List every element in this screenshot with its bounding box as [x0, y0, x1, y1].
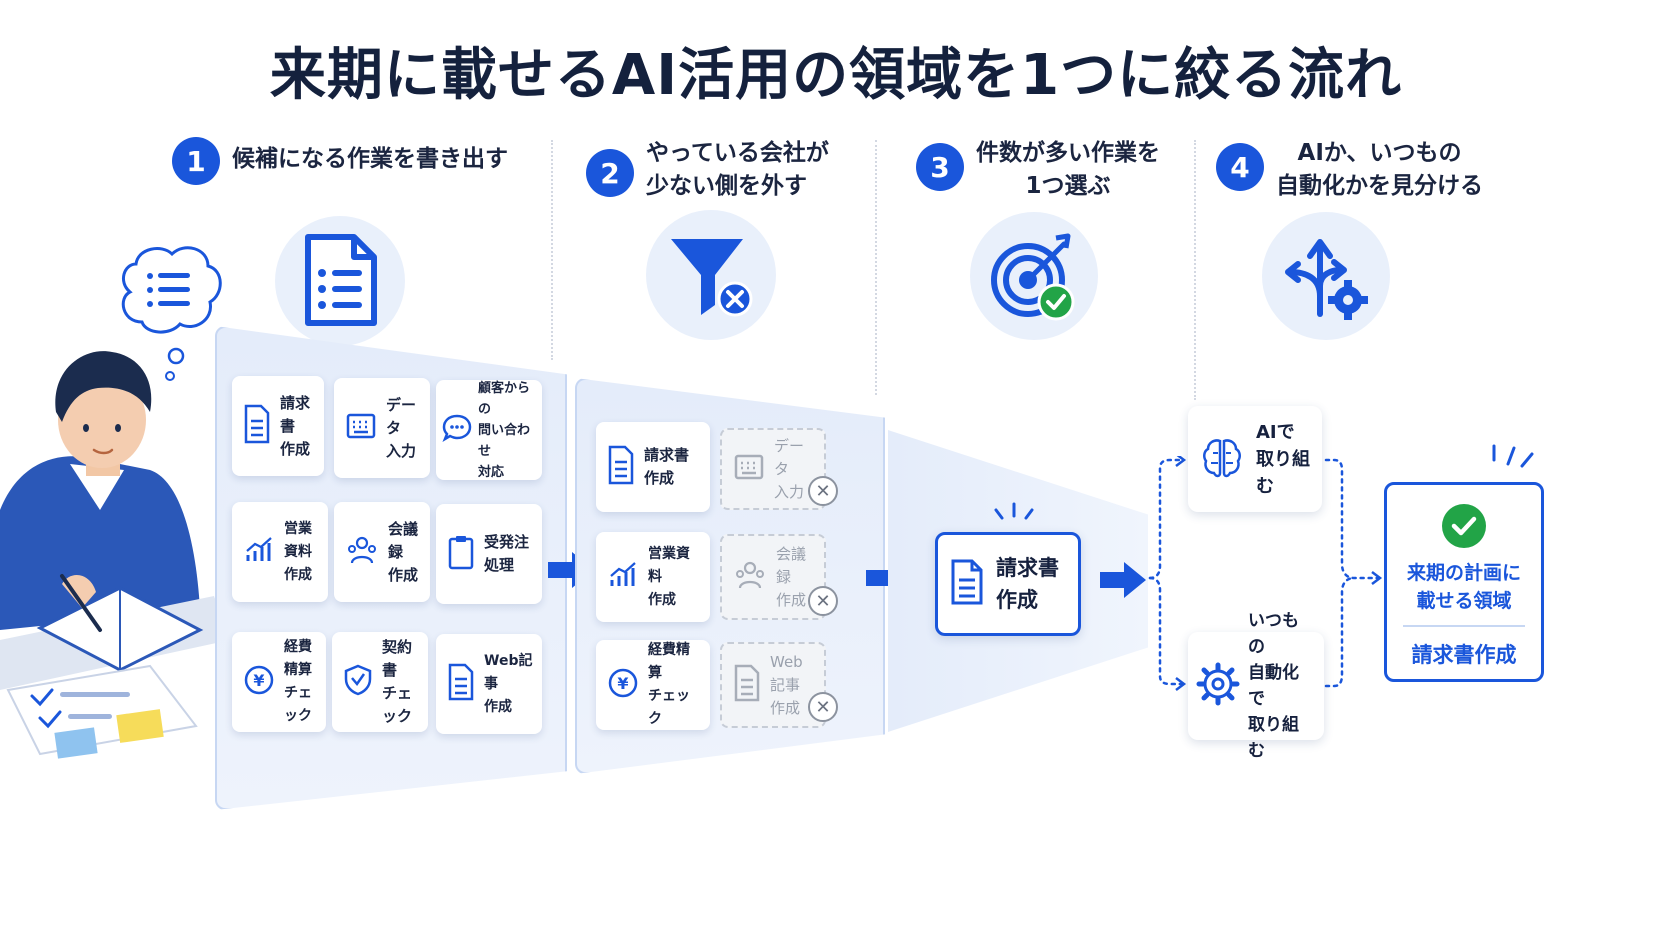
filter-card: 請求書 作成	[596, 422, 710, 512]
people-icon	[734, 560, 766, 594]
candidate-card: データ 入力	[334, 378, 430, 478]
final-result-card: 来期の計画に 載せる領域 請求書作成	[1384, 482, 1544, 682]
candidate-label: 営業資料 作成	[284, 520, 312, 583]
highlight-rays-icon	[992, 502, 1036, 528]
check-circle-icon	[1441, 503, 1487, 549]
svg-text:¥: ¥	[253, 671, 264, 690]
people-icon	[346, 535, 378, 569]
step-2-header: 2 やっている会社が 少ない側を外す	[586, 137, 829, 203]
article-icon	[448, 663, 474, 705]
divider-2	[875, 140, 877, 395]
document-icon	[244, 404, 270, 448]
document-list-icon	[275, 216, 405, 346]
candidate-label: 顧客からの 問い合わせ 対応	[478, 380, 531, 480]
filter-grid: 請求書 作成 データ 入力 ✕ 営業資料 作成 会議録 作成 ✕ ¥ 経費精算 …	[596, 422, 838, 742]
filter-card: ¥ 経費精算 チェック	[596, 640, 710, 730]
highlight-rays-icon	[1486, 442, 1542, 476]
document-icon	[608, 445, 634, 489]
candidate-label: データ 入力	[386, 395, 417, 460]
selected-task-card: 請求書 作成	[935, 532, 1081, 636]
candidate-label: 受発注 処理	[484, 533, 530, 574]
final-heading: 来期の計画に 載せる領域	[1406, 562, 1521, 612]
automation-branch-card: いつもの 自動化で 取り組む	[1188, 611, 1324, 761]
article-icon	[734, 664, 760, 706]
shield-icon	[344, 664, 372, 700]
candidate-card: 営業資料 作成	[232, 502, 328, 602]
step-2-label: やっている会社が 少ない側を外す	[646, 140, 829, 199]
candidate-card: 契約書 チェック	[332, 632, 428, 732]
divider-3	[1194, 140, 1196, 400]
funnel-x-icon	[646, 210, 776, 340]
chart-icon	[608, 560, 638, 594]
document-icon	[950, 558, 984, 610]
candidate-card: 顧客からの 問い合わせ 対応	[436, 380, 542, 480]
ai-branch-card: AIで 取り組む	[1188, 406, 1322, 512]
step-3-number: 3	[916, 143, 964, 191]
candidate-card: ¥ 経費精算 チェック	[232, 632, 326, 732]
step-2-number: 2	[586, 149, 634, 197]
step-1-header: 1 候補になる作業を書き出す	[172, 137, 508, 185]
branch-gear-icon	[1262, 212, 1390, 340]
filter-card-removed: Web記事 作成	[720, 642, 826, 728]
filter-label: データ 入力	[774, 436, 805, 501]
filter-label: 営業資料 作成	[648, 545, 690, 608]
candidate-label: 請求書 作成	[280, 393, 311, 458]
step-1-number: 1	[172, 137, 220, 185]
close-icon: ✕	[808, 586, 838, 616]
brain-icon	[1200, 435, 1244, 483]
selected-task-label: 請求書 作成	[996, 556, 1059, 612]
page-title: 来期に載せるAI活用の領域を1つに絞る流れ	[269, 43, 1403, 108]
yen-icon: ¥	[244, 665, 274, 699]
filter-label: 請求書 作成	[644, 446, 690, 487]
filter-label: Web記事 作成	[770, 652, 803, 717]
step-3-label: 件数が多い作業を 1つ選ぶ	[976, 140, 1160, 199]
svg-text:¥: ¥	[617, 674, 628, 693]
candidate-label: 契約書 チェック	[382, 638, 413, 725]
filter-card-removed: 会議録 作成	[720, 534, 826, 620]
final-value: 請求書作成	[1411, 643, 1517, 667]
candidate-card: 会議録 作成	[334, 502, 430, 602]
ai-branch-label: AIで 取り組む	[1256, 421, 1310, 497]
filter-card: 営業資料 作成	[596, 532, 710, 622]
candidate-card: 請求書 作成	[232, 376, 324, 476]
step-4-label: AIか、いつもの 自動化かを見分ける	[1276, 140, 1483, 199]
final-divider	[1403, 625, 1525, 627]
candidate-card: 受発注 処理	[436, 504, 542, 604]
candidate-grid: 請求書 作成 データ 入力 顧客からの 問い合わせ 対応 営業資料 作成 会議録…	[230, 376, 548, 738]
step-4-number: 4	[1216, 143, 1264, 191]
thought-bubble	[116, 244, 226, 388]
chart-icon	[244, 535, 274, 569]
step-3-header: 3 件数が多い作業を 1つ選ぶ	[916, 137, 1160, 203]
candidate-label: 経費精算 チェック	[284, 639, 312, 724]
step-4-header: 4 AIか、いつもの 自動化かを見分ける	[1216, 137, 1483, 203]
arrow-icon	[1098, 560, 1148, 604]
target-check-icon	[970, 212, 1098, 340]
automation-branch-label: いつもの 自動化で 取り組む	[1248, 611, 1299, 761]
filter-label: 経費精算 チェック	[648, 642, 690, 727]
close-icon: ✕	[808, 476, 838, 506]
gear-icon	[1196, 662, 1240, 710]
keyboard-icon	[734, 454, 764, 484]
candidate-card: Web記事 作成	[436, 634, 542, 734]
keyboard-icon	[346, 413, 376, 443]
chat-icon	[442, 413, 472, 447]
branch-connectors	[1146, 453, 1386, 696]
step-1-label: 候補になる作業を書き出す	[232, 146, 508, 172]
yen-icon: ¥	[608, 668, 638, 702]
clipboard-icon	[448, 534, 474, 574]
divider-1	[551, 140, 553, 360]
close-icon: ✕	[808, 692, 838, 722]
candidate-label: 会議録 作成	[388, 519, 419, 584]
candidate-label: Web記事 作成	[484, 652, 533, 715]
filter-label: 会議録 作成	[776, 544, 807, 609]
person-illustration	[0, 340, 230, 784]
